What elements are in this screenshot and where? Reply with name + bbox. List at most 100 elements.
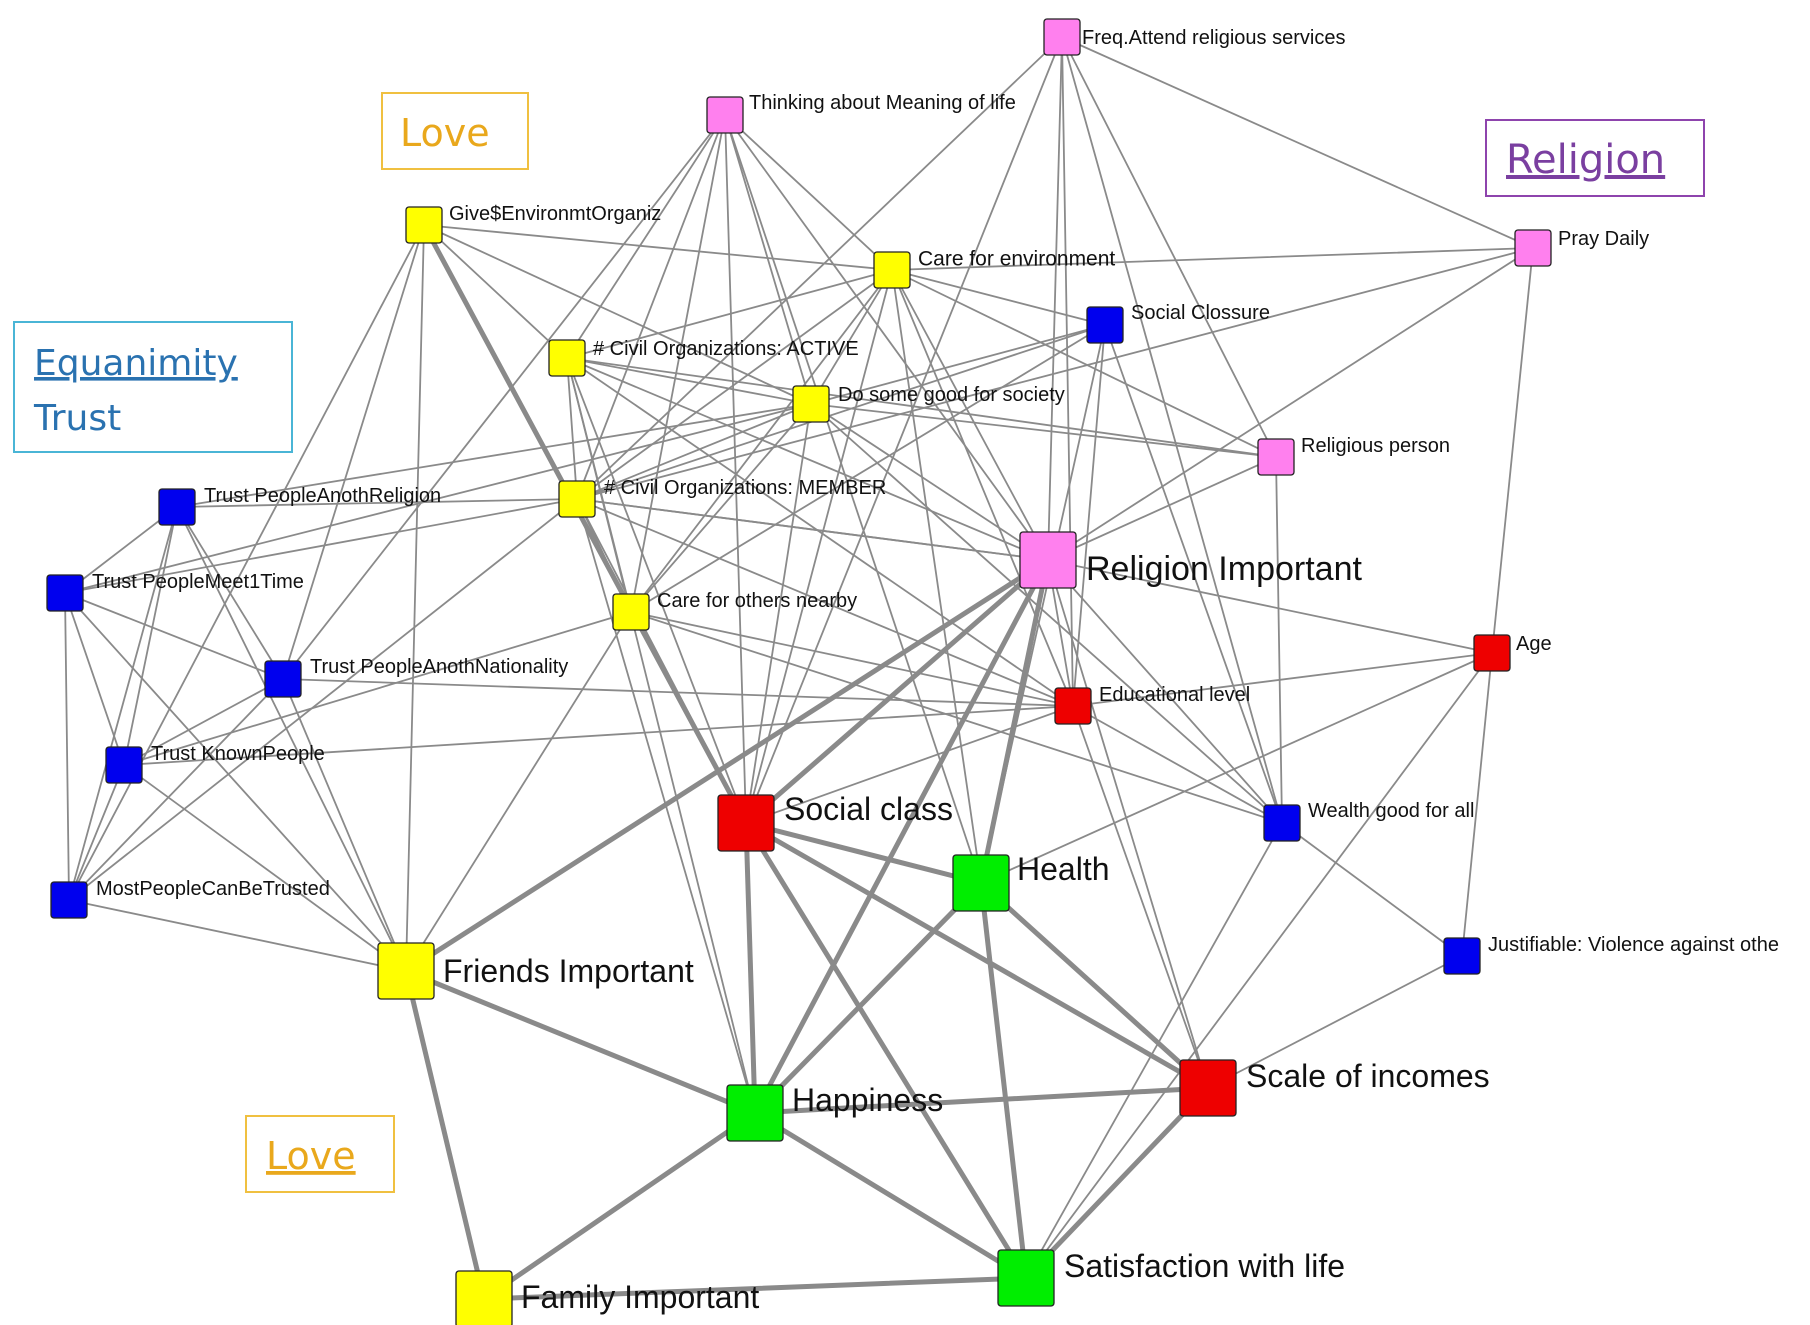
edge-happiness-satisfaction [752, 1110, 1029, 1281]
node-box-care_others [612, 593, 650, 631]
edge-do_good-trust_religion [176, 403, 812, 508]
edge-education-social_class [745, 705, 1074, 824]
edge-social_closure-education [1072, 324, 1106, 707]
node-education: Educational level [1054, 684, 1250, 725]
edge-social_closure-health [980, 324, 1106, 884]
edge-trust_known-education [123, 705, 1074, 766]
edge-trust_religion-trust_meet [64, 506, 178, 594]
node-box-most_trusted [50, 881, 88, 919]
edge-wealth_good-justifiable [1281, 822, 1463, 957]
edge-care_env-social_class [745, 269, 893, 824]
edge-religion_important-social_class [743, 557, 1051, 826]
edge-most_trusted-friends_important [68, 899, 407, 972]
edge-social_class-happiness [743, 820, 758, 1116]
node-label-civil_active: # Civil Organizations: ACTIVE [593, 338, 859, 360]
node-family_important: Family Important [455, 1270, 759, 1325]
edge-religion_important-friends_important [403, 557, 1051, 974]
node-happiness: Happiness [726, 1082, 943, 1142]
node-label-family_important: Family Important [521, 1279, 759, 1315]
node-trust_meet: Trust PeopleMeet1Time [46, 571, 304, 612]
node-box-satisfaction [997, 1249, 1055, 1307]
node-label-trust_known: Trust KnownPeople [151, 743, 325, 765]
node-scale_incomes: Scale of incomes [1179, 1058, 1490, 1117]
edge-care_env-religion_important [891, 269, 1049, 561]
edge-give_env-care_env [423, 224, 893, 271]
edge-care_env-education [891, 269, 1074, 707]
node-box-justifiable [1443, 937, 1481, 975]
edge-give_env-civil_active [423, 224, 568, 359]
edge-care_others-education [630, 611, 1074, 707]
node-religious_person: Religious person [1257, 435, 1450, 476]
edge-care_env-social_closure [891, 269, 1106, 326]
edge-trust_meet-trust_nationality [64, 592, 284, 680]
edge-meaning_life-care_env [724, 114, 893, 271]
love-top-label: Love [400, 111, 490, 155]
edge-civil_member-trust_meet [64, 498, 578, 594]
edge-pray_daily-care_env [891, 247, 1534, 271]
edge-social_class-scale_incomes [743, 820, 1211, 1091]
edge-age-health [980, 652, 1493, 884]
edge-religion_important-wealth_good [1047, 559, 1283, 824]
node-label-religious_person: Religious person [1301, 435, 1450, 457]
edge-justifiable-scale_incomes [1207, 955, 1463, 1089]
edge-religion_important-age [1047, 559, 1493, 654]
node-box-family_important [455, 1270, 513, 1325]
edge-civil_member-education [576, 498, 1074, 707]
node-meaning_life: Thinking about Meaning of life [706, 92, 1016, 134]
edge-civil_active-happiness [566, 357, 756, 1114]
node-label-happiness: Happiness [792, 1082, 943, 1118]
node-wealth_good: Wealth good for all [1263, 800, 1474, 842]
node-box-give_env [405, 206, 443, 244]
node-label-most_trusted: MostPeopleCanBeTrusted [96, 878, 330, 900]
node-label-civil_member: # Civil Organizations: MEMBER [604, 477, 886, 499]
node-label-give_env: Give$EnvironmtOrganiz [449, 203, 661, 225]
node-most_trusted: MostPeopleCanBeTrusted [50, 878, 330, 919]
edge-freq_attend-religion_important [1047, 36, 1063, 561]
edge-happiness-scale_incomes [752, 1085, 1211, 1116]
edge-layer [64, 36, 1534, 1302]
edge-age-education [1072, 652, 1493, 707]
node-label-age: Age [1516, 633, 1552, 655]
edge-health-satisfaction [978, 880, 1029, 1281]
trust-label: Trust [33, 398, 121, 439]
node-health: Health [952, 851, 1110, 912]
edge-happiness-friends_important [403, 968, 758, 1116]
edge-social_closure-wealth_good [1104, 324, 1283, 824]
node-box-trust_known [105, 746, 143, 784]
node-box-trust_religion [158, 488, 196, 526]
edge-social_class-health [743, 820, 984, 886]
edge-trust_religion-trust_known [123, 506, 178, 766]
edge-trust_meet-friends_important [64, 592, 407, 972]
edge-do_good-care_others [630, 403, 812, 613]
node-box-meaning_life [706, 96, 744, 134]
edge-freq_attend-education [1061, 36, 1074, 707]
node-box-care_env [873, 251, 911, 289]
edge-pray_daily-religion_important [1047, 247, 1534, 561]
edge-trust_religion-most_trusted [68, 506, 178, 901]
edge-pray_daily-age [1491, 247, 1534, 654]
node-label-social_class: Social class [784, 791, 953, 827]
religion-frame [1485, 119, 1705, 197]
edge-freq_attend-wealth_good [1061, 36, 1283, 824]
edge-age-satisfaction [1025, 652, 1493, 1279]
node-box-social_closure [1086, 306, 1124, 344]
edge-give_env-most_trusted [68, 224, 425, 901]
node-trust_religion: Trust PeopleAnothReligion [158, 485, 441, 526]
edge-religious_person-wealth_good [1275, 456, 1283, 824]
edge-freq_attend-religious_person [1061, 36, 1277, 458]
love-bottom-label: Love [266, 1134, 356, 1178]
edge-do_good-religion_important [810, 403, 1049, 561]
group-religion: Religion [1485, 119, 1705, 197]
edge-civil_active-civil_member [566, 357, 578, 500]
edge-trust_nationality-education [282, 678, 1074, 707]
node-label-pray_daily: Pray Daily [1558, 228, 1649, 250]
node-trust_known: Trust KnownPeople [105, 743, 325, 784]
edge-give_env-do_good [423, 224, 812, 405]
edge-care_env-care_others [630, 269, 893, 613]
edge-trust_nationality-most_trusted [68, 678, 284, 901]
node-label-do_good: Do some good for society [838, 384, 1065, 406]
edge-education-scale_incomes [1072, 705, 1209, 1089]
group-equanimity-trust: Equanimity Trust [13, 321, 293, 453]
